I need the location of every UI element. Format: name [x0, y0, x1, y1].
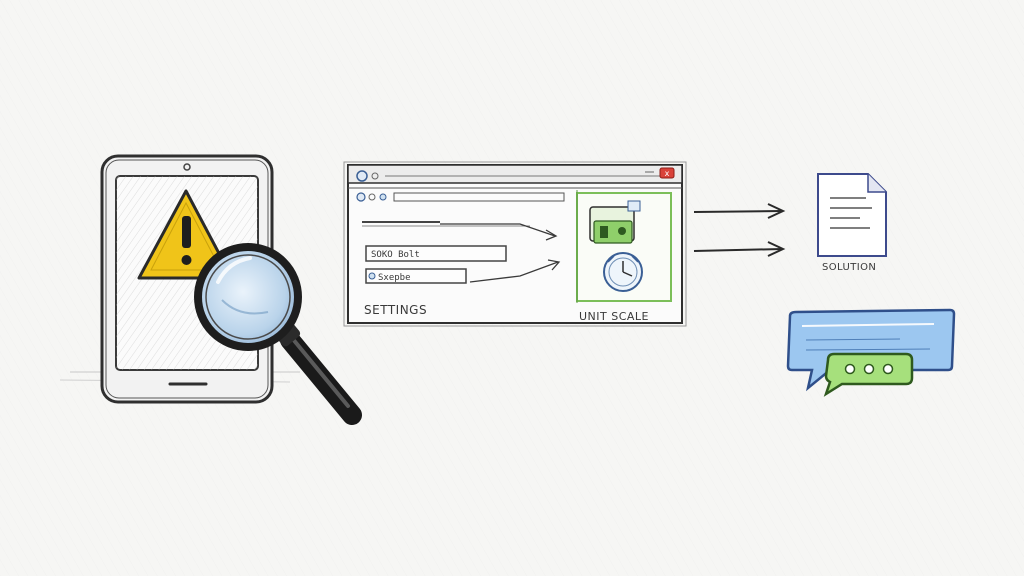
svg-text:x: x [665, 169, 670, 178]
browser-window: x SOKO Bolt Sxepbe SETTINGS [343, 161, 687, 327]
document-icon [817, 173, 887, 257]
unit-scale-label: UNIT SCALE [579, 310, 649, 323]
settings-label: SETTINGS [364, 303, 427, 317]
clock-icon[interactable] [603, 252, 643, 292]
address-field-1-text: SOKO Bolt [371, 250, 420, 260]
magnifying-glass-icon [194, 243, 362, 425]
back-button[interactable] [356, 170, 368, 182]
search-icon [368, 272, 376, 280]
close-button[interactable]: x [659, 167, 675, 179]
arrow-to-panel-1 [440, 223, 558, 241]
favorite-icon[interactable] [379, 193, 387, 201]
warning-triangle-icon [137, 189, 234, 280]
url-bar[interactable] [393, 192, 565, 202]
arrow-to-chat [693, 241, 786, 257]
refresh-icon[interactable] [368, 193, 376, 201]
address-field-1[interactable]: SOKO Bolt [365, 245, 507, 262]
arrow-to-solution [693, 203, 786, 219]
arrow-to-panel-2 [469, 259, 561, 283]
address-field-2[interactable]: Sxepbe [365, 268, 467, 284]
home-icon[interactable] [356, 192, 366, 202]
typing-bubble-icon [823, 352, 914, 397]
forward-button[interactable] [371, 172, 379, 180]
solution-label: SOLUTION [822, 262, 876, 273]
address-field-2-text: Sxepbe [378, 273, 411, 283]
folder-icon[interactable] [589, 200, 641, 244]
